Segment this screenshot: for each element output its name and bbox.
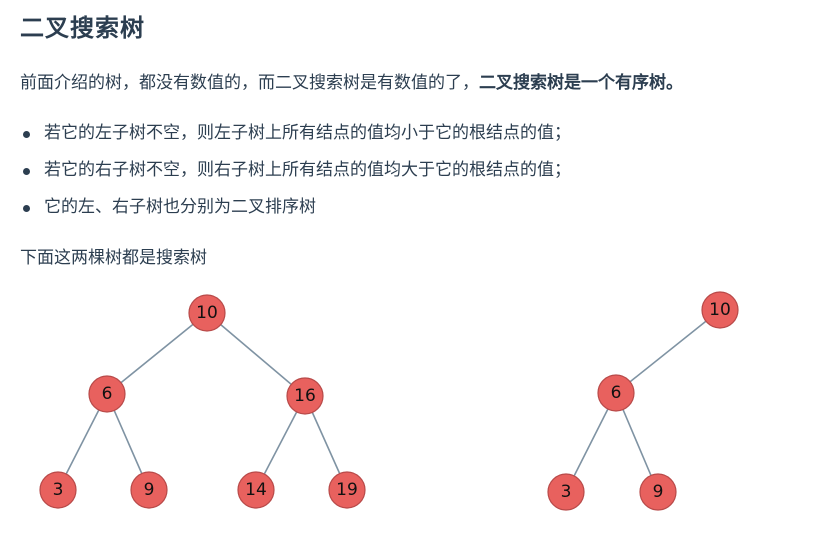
node-circle [130, 471, 168, 509]
node-circle [639, 473, 677, 511]
node-label: 6 [611, 383, 622, 403]
node-label: 3 [561, 482, 572, 502]
intro-bold-text: 二叉搜索树是一个有序树。 [479, 73, 683, 93]
edge-a10-a6 [106, 312, 208, 395]
tree-node: 16 [286, 377, 324, 415]
node-label: 14 [245, 480, 267, 500]
edge-b10-b6 [615, 309, 721, 394]
node-circle [701, 291, 739, 329]
node-label: 10 [709, 300, 731, 320]
tree-node: 6 [88, 375, 126, 413]
bst-diagram: 10 6 16 3 9 14 19 [39, 291, 739, 511]
node-circle [328, 471, 366, 509]
node-circle [286, 377, 324, 415]
tree-node: 9 [130, 471, 168, 509]
page-title: 二叉搜索树 [20, 14, 145, 42]
list-item: 若它的左子树不空，则左子树上所有结点的值均小于它的根结点的值； [20, 118, 571, 155]
node-label: 9 [144, 480, 155, 500]
tree-node: 3 [547, 473, 585, 511]
node-label: 10 [196, 303, 218, 323]
trees-caption: 下面这两棵树都是搜索树 [20, 248, 207, 268]
node-label: 6 [102, 384, 113, 404]
node-label: 16 [294, 386, 316, 406]
node-circle [39, 471, 77, 509]
node-circle [597, 374, 635, 412]
tree-1: 10 6 16 3 9 14 19 [39, 294, 366, 509]
tree-node: 9 [639, 473, 677, 511]
tree-node: 10 [701, 291, 739, 329]
node-circle [188, 294, 226, 332]
edge-a10-a16 [206, 312, 306, 397]
node-circle [237, 471, 275, 509]
intro-paragraph: 前面介绍的树，都没有数值的，而二叉搜索树是有数值的了，二叉搜索树是一个有序树。 [20, 68, 683, 93]
tree-node: 10 [188, 294, 226, 332]
tree-node: 14 [237, 471, 275, 509]
tree-node: 19 [328, 471, 366, 509]
list-item: 若它的右子树不空，则右子树上所有结点的值均大于它的根结点的值； [20, 155, 571, 192]
tree-2: 10 6 3 9 [547, 291, 739, 511]
node-label: 9 [653, 482, 664, 502]
node-label: 19 [336, 480, 358, 500]
intro-text: 前面介绍的树，都没有数值的，而二叉搜索树是有数值的了， [20, 73, 479, 93]
tree-node: 6 [597, 374, 635, 412]
list-item: 它的左、右子树也分别为二叉排序树 [20, 192, 571, 229]
property-list: 若它的左子树不空，则左子树上所有结点的值均小于它的根结点的值； 若它的右子树不空… [20, 118, 571, 229]
node-circle [547, 473, 585, 511]
tree-node: 3 [39, 471, 77, 509]
node-label: 3 [53, 480, 64, 500]
node-circle [88, 375, 126, 413]
